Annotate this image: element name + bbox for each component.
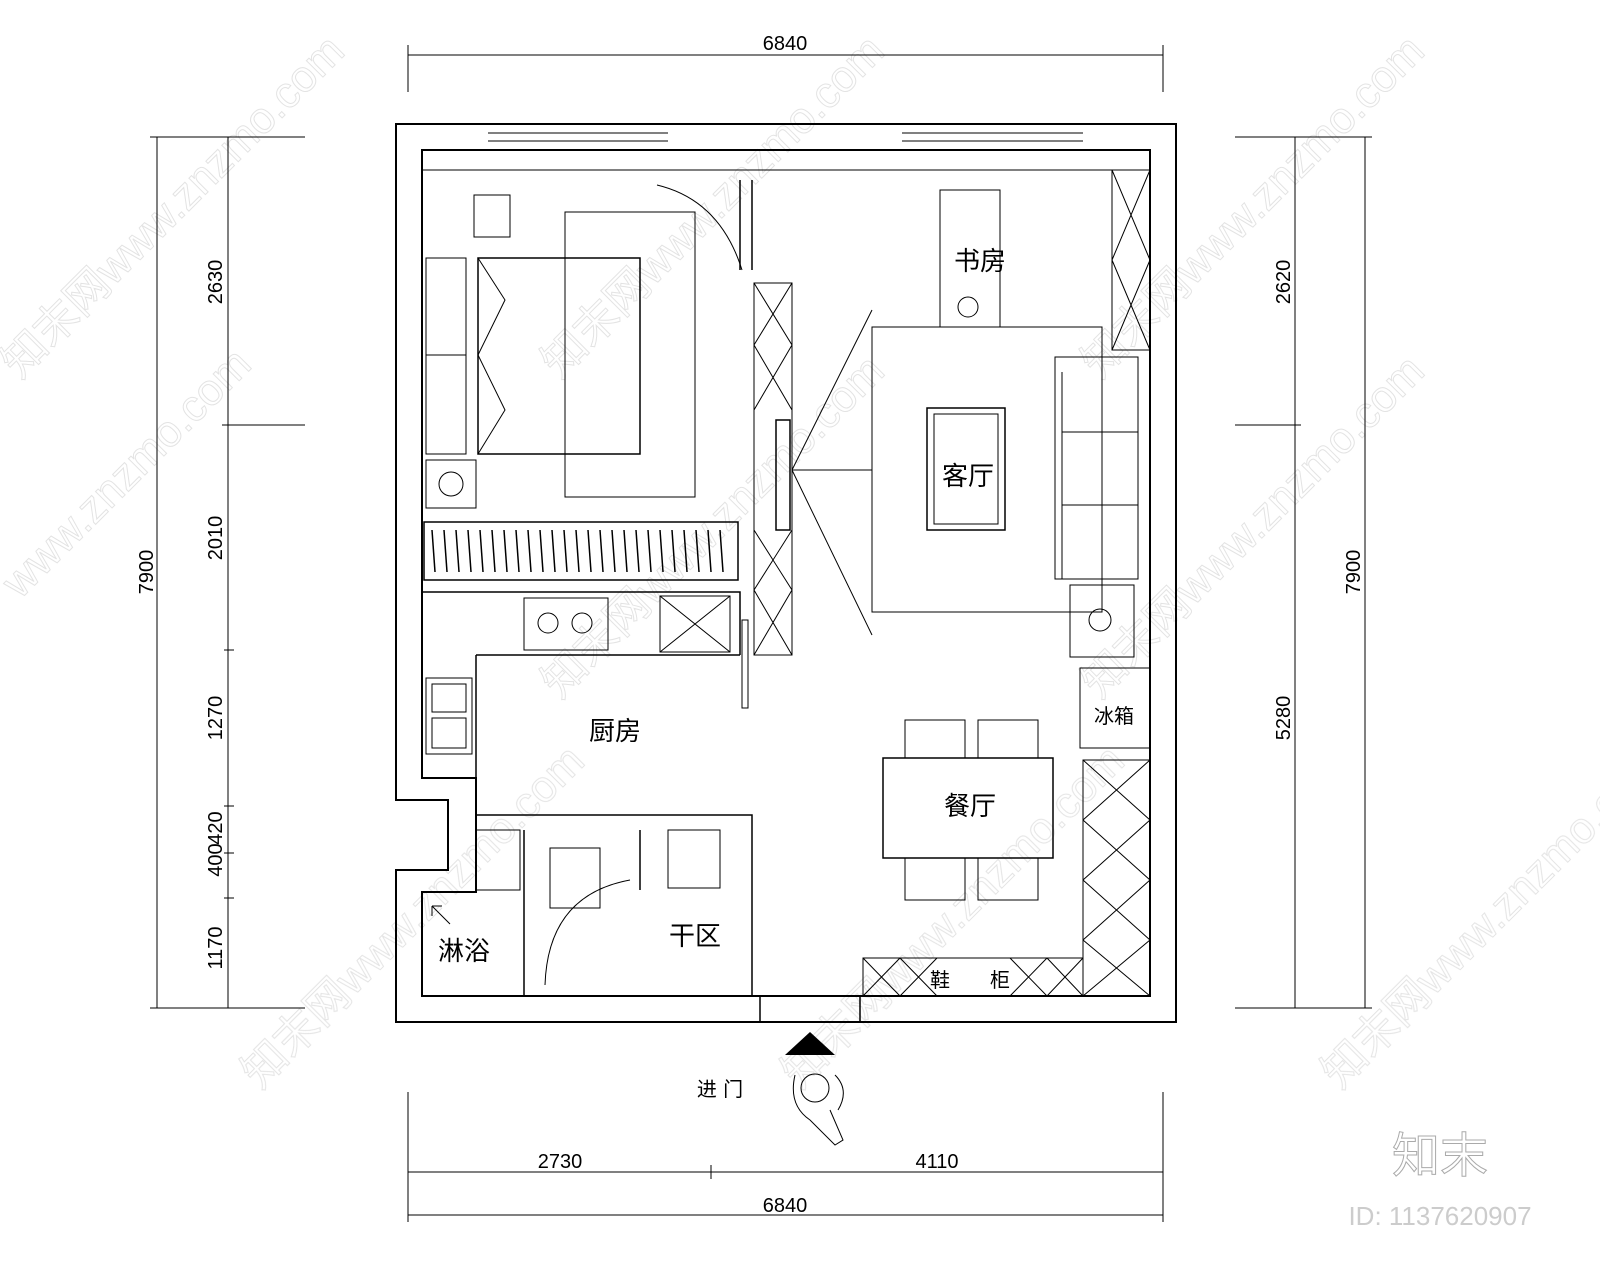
hanger-icon — [635, 529, 640, 573]
hanger-icon — [611, 529, 616, 573]
person-icon — [792, 1073, 844, 1146]
svg-text:知末: 知末 — [1392, 1128, 1488, 1184]
walls — [395, 123, 1177, 1023]
entrance-arrow-icon — [785, 1032, 835, 1055]
svg-text:6840: 6840 — [763, 1195, 808, 1217]
entrance: 进 门 — [697, 1032, 844, 1146]
watermark-logo: 知末 ID: 1137620907 — [1348, 1128, 1531, 1232]
door-swing-icon — [544, 879, 631, 986]
hanger-icon — [467, 529, 472, 573]
room-label-shower: 淋浴 — [438, 937, 490, 967]
sink-icon — [425, 677, 473, 755]
hanger-icon — [719, 529, 724, 573]
hanger-icon — [455, 529, 460, 573]
toilet-icon — [549, 847, 601, 909]
svg-text:2630: 2630 — [205, 260, 227, 305]
shoe-cabinet — [862, 957, 1084, 997]
desk — [939, 189, 1001, 328]
hanger-icon — [491, 529, 496, 573]
hanger-icon — [647, 529, 652, 573]
bottom-dimension: 2730 4110 6840 — [407, 1092, 1164, 1222]
svg-text:2620: 2620 — [1273, 260, 1295, 305]
kitchen: 厨房 — [425, 595, 749, 755]
hanger-icon — [587, 529, 592, 573]
room-label-dry-area: 干区 — [669, 922, 721, 952]
living-room: 书房 客厅 — [791, 169, 1151, 658]
svg-text:知末网www.znzmo.com: 知末网www.znzmo.com — [532, 346, 893, 707]
room-label-kitchen: 厨房 — [589, 717, 641, 747]
svg-text:1170: 1170 — [205, 926, 227, 969]
fridge — [1079, 667, 1151, 749]
dim-top-total: 6840 — [763, 33, 808, 55]
svg-text:2010: 2010 — [205, 516, 227, 561]
top-dimension: 6840 — [407, 33, 1164, 92]
bathroom: 淋浴 干区 — [431, 829, 721, 986]
svg-text:4110: 4110 — [915, 1151, 958, 1173]
svg-text:知末网www.znzmo.com: 知末网www.znzmo.com — [0, 26, 354, 387]
svg-text:知末网www.znzmo.com: 知末网www.znzmo.com — [1312, 736, 1600, 1097]
hanger-icon — [575, 529, 580, 573]
basin-icon — [667, 829, 721, 889]
svg-text:知末网www.znzmo.com: 知末网www.znzmo.com — [1072, 346, 1433, 707]
svg-text:7900: 7900 — [1343, 550, 1365, 595]
wardrobe — [423, 521, 739, 581]
lamp-icon — [425, 459, 477, 509]
tv — [775, 419, 791, 531]
hanger-icon — [515, 529, 520, 573]
hanger-icon — [707, 529, 712, 573]
fridge-label: 冰箱 — [1094, 704, 1134, 728]
stove-icon — [523, 597, 609, 651]
hanger-icon — [563, 529, 568, 573]
svg-text:420: 420 — [205, 811, 227, 844]
hanger-icon — [671, 529, 676, 573]
svg-text:鞋: 鞋 — [930, 968, 950, 992]
svg-text:2730: 2730 — [538, 1151, 583, 1173]
hanger-icon — [539, 529, 544, 573]
shower-arrow-icon — [431, 905, 451, 925]
hanger-icon — [527, 529, 532, 573]
svg-text:知末网www.znzmo.com: 知末网www.znzmo.com — [772, 736, 1133, 1097]
hanger-icon — [659, 529, 664, 573]
svg-text:知末网www.znzmo.com: 知末网www.znzmo.com — [232, 736, 593, 1097]
bedroom — [423, 184, 793, 656]
door-swing-icon — [656, 184, 743, 271]
hanger-icon — [431, 529, 436, 573]
svg-text:7900: 7900 — [136, 550, 158, 595]
hanger-icon — [623, 529, 628, 573]
left-dimension: 7900 2630 2010 1270 420 400 1170 — [136, 136, 305, 1009]
dining-table — [882, 757, 1054, 859]
svg-text:柜: 柜 — [990, 968, 1010, 992]
hanger-icon — [479, 529, 484, 573]
entrance-label: 进 门 — [697, 1077, 743, 1101]
hanger-icon — [551, 529, 556, 573]
svg-text:5280: 5280 — [1273, 696, 1295, 741]
hanger-icon — [443, 529, 448, 573]
dining-room: 冰箱 餐厅 鞋 柜 — [862, 667, 1151, 997]
right-dimension: 2620 5280 7900 — [1235, 136, 1372, 1009]
svg-text:知末网www.znzmo.com: 知末网www.znzmo.com — [1072, 26, 1433, 387]
hanger-icon — [683, 529, 688, 573]
svg-text:400: 400 — [205, 843, 227, 876]
svg-text:知末网www.znzmo.com: 知末网www.znzmo.com — [532, 26, 893, 387]
svg-text:1270: 1270 — [205, 696, 227, 741]
room-label-dining: 餐厅 — [944, 792, 996, 822]
hanger-icon — [695, 529, 700, 573]
room-label-living: 客厅 — [942, 462, 994, 492]
room-label-study: 书房 — [954, 247, 1006, 277]
hanger-icon — [503, 529, 508, 573]
sofa — [1054, 356, 1139, 580]
image-id: ID: 1137620907 — [1348, 1201, 1531, 1231]
hanger-icon — [599, 529, 604, 573]
svg-text:www.znzmo.com: www.znzmo.com — [0, 339, 260, 608]
